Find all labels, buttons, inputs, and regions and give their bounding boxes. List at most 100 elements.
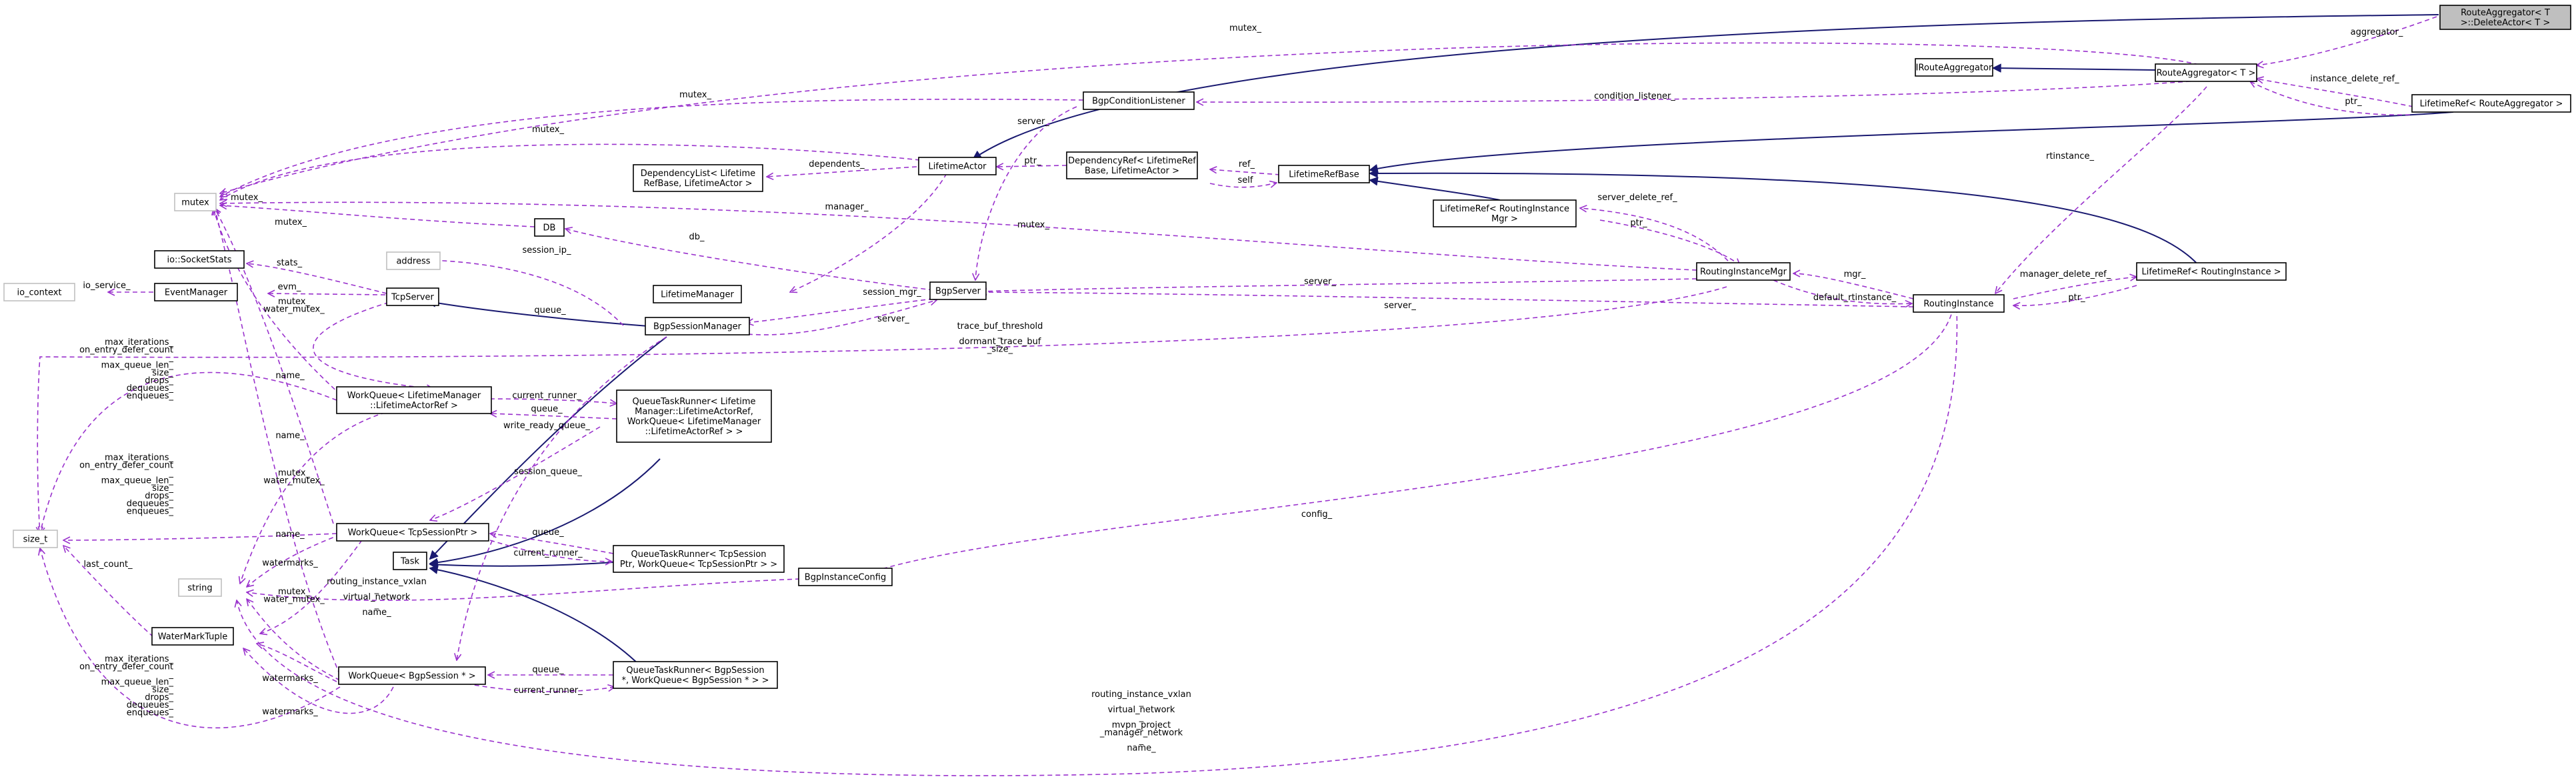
node-rinst[interactable]: RoutingInstance bbox=[1913, 294, 2005, 313]
edge-watermarks-1 bbox=[260, 533, 367, 634]
edge-label-line: water_mutex_ bbox=[263, 305, 325, 315]
edge-label-line: virtual_network bbox=[1108, 705, 1175, 715]
node-eventmgr[interactable]: EventManager bbox=[154, 283, 238, 301]
node-rimgr[interactable]: RoutingInstanceMgr bbox=[1696, 262, 1791, 281]
node-box bbox=[386, 287, 439, 306]
node-lactor[interactable]: LifetimeActor bbox=[918, 157, 997, 175]
edge-label-mutex-bgpcond: mutex_ bbox=[679, 90, 711, 100]
edge-dependents bbox=[767, 166, 917, 177]
nodes: RouteAggregator< T>::DeleteActor< T >IRo… bbox=[3, 5, 2571, 689]
node-ltref-rim[interactable]: LifetimeRef< RoutingInstanceMgr > bbox=[1433, 199, 1577, 227]
edge-session-ip bbox=[430, 260, 624, 326]
node-depref[interactable]: DependencyRef< LifetimeRefBase, Lifetime… bbox=[1066, 151, 1198, 179]
edge-queue-tcp bbox=[313, 299, 433, 389]
edge-label-evm: evm_ bbox=[278, 282, 301, 292]
edge-label-aggregator: aggregator_ bbox=[2351, 27, 2403, 37]
edge-label-line: server_ bbox=[1017, 117, 1049, 127]
edge-label-line: queue_ bbox=[532, 665, 564, 675]
node-wq-tcp[interactable]: WorkQueue< TcpSessionPtr > bbox=[336, 523, 489, 542]
edge-watermarks-2 bbox=[257, 644, 337, 682]
node-bgpserver[interactable]: BgpServer bbox=[929, 281, 987, 300]
node-bsmgr[interactable]: BgpSessionManager bbox=[645, 317, 750, 335]
node-sizet[interactable]: size_t bbox=[13, 530, 58, 548]
edge-evm bbox=[268, 293, 386, 295]
node-bgpcond[interactable]: BgpConditionListener bbox=[1083, 91, 1195, 110]
node-bgpinstcfg[interactable]: BgpInstanceConfig bbox=[798, 568, 893, 586]
node-label: Manager::LifetimeActorRef, bbox=[635, 407, 753, 417]
edge-ptr-depref bbox=[997, 165, 1067, 167]
node-root[interactable]: RouteAggregator< T>::DeleteActor< T > bbox=[2439, 5, 2571, 30]
edge-label-line: _ bbox=[997, 329, 1003, 339]
node-label: LifetimeRef< RoutingInstance > bbox=[2141, 267, 2281, 277]
edge-label-line: on_entry_defer_count bbox=[79, 662, 173, 672]
node-routeagg[interactable]: RouteAggregator< T > bbox=[2155, 63, 2257, 82]
edge-label-line: _ bbox=[1139, 698, 1144, 708]
edge-label-line: config_ bbox=[1301, 510, 1333, 520]
node-deplist[interactable]: DependencyList< LifetimeRefBase, Lifetim… bbox=[633, 164, 763, 192]
node-ltref-ra[interactable]: LifetimeRef< RouteAggregator > bbox=[2411, 94, 2571, 113]
node-label: io::SocketStats bbox=[167, 255, 231, 265]
node-box bbox=[653, 285, 742, 303]
node-ltref-ri[interactable]: LifetimeRef< RoutingInstance > bbox=[2136, 262, 2287, 281]
edge-wq-tcp-sizes bbox=[63, 533, 337, 540]
edge-condition-listener bbox=[1197, 79, 2207, 102]
node-label: Base, LifetimeActor > bbox=[1085, 166, 1179, 176]
edge-label-mutex-watermutex-3: mutex_water_mutex_ bbox=[263, 587, 325, 605]
edge-label-line: io_service_ bbox=[83, 281, 131, 291]
node-box bbox=[1083, 91, 1195, 110]
edge-label-line: max_iterations_ bbox=[105, 654, 174, 664]
node-label: TcpServer bbox=[391, 293, 434, 303]
node-label: RoutingInstanceMgr bbox=[1700, 267, 1787, 277]
node-db[interactable]: DB bbox=[534, 218, 565, 237]
edge-label-line: condition_listener_ bbox=[1594, 91, 1675, 101]
edge-label-line: current_runner_ bbox=[513, 548, 583, 558]
edge-label-line: virtual_network bbox=[343, 592, 411, 602]
node-box bbox=[2155, 63, 2257, 82]
edge-label-line: dormant_trace_buf bbox=[959, 337, 1041, 347]
edge-label-line: enqueues_ bbox=[127, 392, 174, 402]
edge-label-line: name_ bbox=[1127, 744, 1156, 754]
edge-label-line: db_ bbox=[689, 232, 705, 242]
node-label: DB bbox=[543, 223, 556, 233]
node-label: LifetimeActor bbox=[928, 162, 987, 172]
edge-label-current-runner-bs: current_runner_ bbox=[513, 686, 583, 696]
edge-label-ptr-depref: ptr_ bbox=[1024, 156, 1041, 166]
node-label: BgpInstanceConfig bbox=[805, 573, 886, 583]
edge-label-line: ref_ bbox=[1239, 159, 1255, 169]
node-task[interactable]: Task bbox=[393, 552, 427, 570]
node-label: BgpSessionManager bbox=[653, 322, 742, 332]
node-mutex[interactable]: mutex bbox=[174, 193, 217, 211]
node-wmtuple[interactable]: WaterMarkTuple bbox=[151, 627, 234, 646]
edge-label-line: name_ bbox=[275, 530, 305, 540]
node-sockstats[interactable]: io::SocketStats bbox=[154, 250, 245, 269]
node-string[interactable]: string bbox=[178, 578, 222, 597]
edge-label-ptr-rim: ptr_ bbox=[1630, 218, 1647, 228]
edge-label-self: self bbox=[1238, 175, 1253, 185]
edge-label-line: routing_instance_vxlan bbox=[1091, 690, 1191, 700]
edge-label-ptr-ra: ptr_ bbox=[2345, 97, 2362, 107]
node-label: DependencyList< Lifetime bbox=[641, 169, 755, 179]
edge-qtrbs-to-task bbox=[430, 568, 641, 666]
node-lrefbase[interactable]: LifetimeRefBase bbox=[1278, 165, 1370, 183]
node-lmgr[interactable]: LifetimeManager bbox=[653, 285, 742, 303]
edge-label-line: write_ready_queue_ bbox=[503, 421, 590, 431]
edge-label-line: queue_ bbox=[531, 404, 563, 414]
node-box bbox=[613, 545, 785, 573]
edge-ptr-ri bbox=[2013, 285, 2137, 305]
edge-label-line: enqueues_ bbox=[127, 708, 174, 718]
node-qtr-tcp[interactable]: QueueTaskRunner< TcpSessionPtr, WorkQueu… bbox=[613, 545, 785, 573]
node-iroute[interactable]: IRouteAggregator bbox=[1915, 58, 1993, 77]
node-address[interactable]: address bbox=[386, 251, 441, 270]
node-iocontext[interactable]: io_context bbox=[3, 283, 75, 301]
edge-label-mgr: mgr_ bbox=[1844, 269, 1866, 279]
node-wq-lm[interactable]: WorkQueue< LifetimeManager::LifetimeActo… bbox=[336, 386, 492, 414]
node-qtr-lm[interactable]: QueueTaskRunner< LifetimeManager::Lifeti… bbox=[616, 390, 772, 443]
node-qtr-bs[interactable]: QueueTaskRunner< BgpSession *, WorkQueue… bbox=[613, 661, 778, 689]
edge-label-manager-delete-ref: manager_delete_ref_ bbox=[2020, 269, 2111, 279]
edge-label-dependents: dependents_ bbox=[809, 159, 865, 169]
edge-ptr-ra bbox=[2250, 81, 2411, 115]
node-wq-bs[interactable]: WorkQueue< BgpSession * > bbox=[338, 666, 486, 685]
edge-label-mutex-lactor: mutex_ bbox=[532, 125, 564, 135]
node-tcpserver[interactable]: TcpServer bbox=[386, 287, 439, 306]
